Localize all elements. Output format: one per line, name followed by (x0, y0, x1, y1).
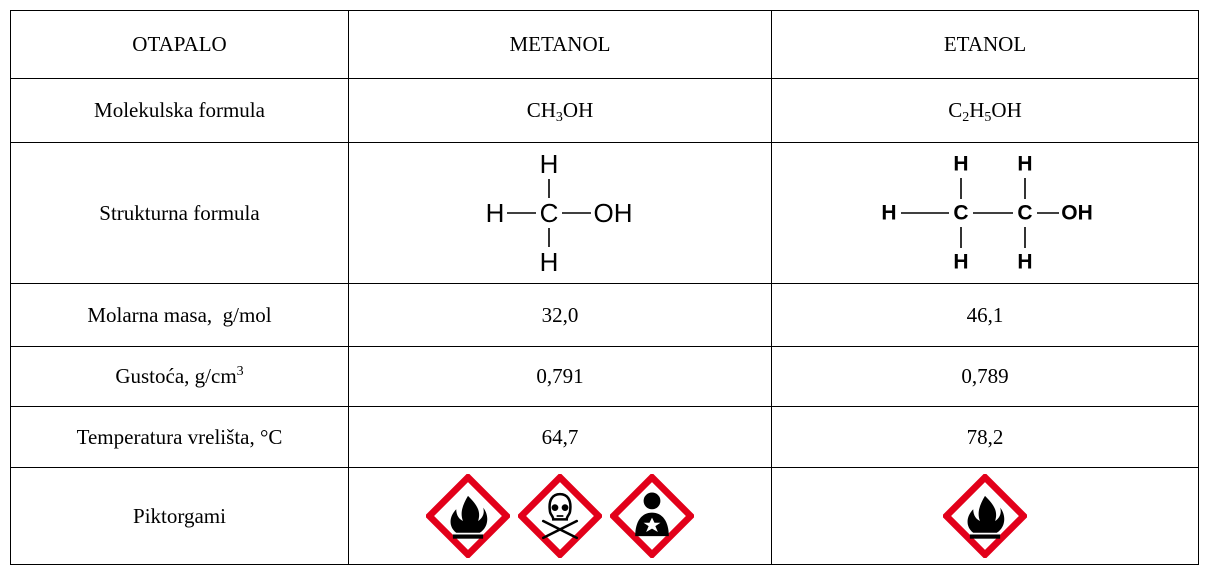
atom-h-bottom-2: H (1017, 251, 1032, 274)
formula-part: H (969, 98, 985, 122)
header-solvent: OTAPALO (10, 10, 349, 79)
atom-h-bottom: H (540, 247, 559, 277)
solvent-properties-table: OTAPALO METANOL ETANOL Molekulska formul… (10, 10, 1199, 565)
formula-subscript: 3 (555, 110, 563, 125)
atom-oh: OH (594, 198, 633, 228)
formula-subscript: 2 (962, 110, 970, 125)
ethanol-boiling-point: 78,2 (771, 406, 1199, 468)
structural-formula-row: Strukturna formula H H C OH H (10, 142, 1199, 284)
pictograms-row: Piktorgami (10, 467, 1199, 565)
formula-part: OH (562, 98, 594, 122)
methanol-molar-mass: 32,0 (348, 283, 772, 347)
header-ethanol: ETANOL (771, 10, 1199, 79)
ethanol-pictograms (771, 467, 1199, 565)
skull-crossbones-icon (518, 474, 602, 558)
flame-icon (943, 474, 1027, 558)
density-label: Gustoća, g/cm3 (10, 346, 349, 407)
formula-subscript: 5 (984, 110, 992, 125)
atom-h-top: H (540, 149, 559, 179)
ethanol-structural-formula: H H H C C OH H H (881, 153, 1093, 274)
structural-formula-label: Strukturna formula (10, 142, 349, 284)
atom-c: C (540, 198, 559, 228)
methanol-density: 0,791 (348, 346, 772, 407)
methanol-structure-cell: H H C OH H (348, 142, 772, 284)
health-hazard-icon (610, 474, 694, 558)
density-label-text: Gustoća, g/cm (115, 364, 237, 388)
atom-h-left: H (881, 202, 896, 225)
molar-mass-row: Molarna masa, g/mol 32,0 46,1 (10, 283, 1199, 347)
formula-part: CH (526, 98, 556, 122)
formula-part: OH (991, 98, 1022, 122)
atom-h-bottom-1: H (953, 251, 968, 274)
atom-c-2: C (1017, 202, 1032, 225)
methanol-pictograms (348, 467, 772, 565)
atom-h-top-1: H (953, 153, 968, 176)
atom-h-left: H (486, 198, 505, 228)
atom-c-1: C (953, 202, 968, 225)
ethanol-molecular-formula: C2H5OH (771, 78, 1199, 143)
solvent-table-wrapper: OTAPALO METANOL ETANOL Molekulska formul… (10, 10, 1199, 565)
molecular-formula-label: Molekulska formula (10, 78, 349, 143)
ethanol-structure-cell: H H H C C OH H H (771, 142, 1199, 284)
ethanol-molar-mass: 46,1 (771, 283, 1199, 347)
density-label-sup: 3 (236, 364, 244, 379)
header-methanol: METANOL (348, 10, 772, 79)
methanol-molecular-formula: CH3OH (348, 78, 772, 143)
methanol-structural-formula: H H C OH H (486, 149, 633, 277)
atom-oh: OH (1061, 202, 1093, 225)
density-row: Gustoća, g/cm3 0,791 0,789 (10, 346, 1199, 407)
formula-part: C (948, 98, 963, 122)
atom-h-top-2: H (1017, 153, 1032, 176)
pictograms-label: Piktorgami (10, 467, 349, 565)
flame-icon (426, 474, 510, 558)
molar-mass-label: Molarna masa, g/mol (10, 283, 349, 347)
ethanol-density: 0,789 (771, 346, 1199, 407)
boiling-point-label: Temperatura vrelišta, °C (10, 406, 349, 468)
methanol-boiling-point: 64,7 (348, 406, 772, 468)
molecular-formula-row: Molekulska formula CH3OH C2H5OH (10, 78, 1199, 143)
boiling-point-row: Temperatura vrelišta, °C 64,7 78,2 (10, 406, 1199, 468)
header-row: OTAPALO METANOL ETANOL (10, 10, 1199, 79)
